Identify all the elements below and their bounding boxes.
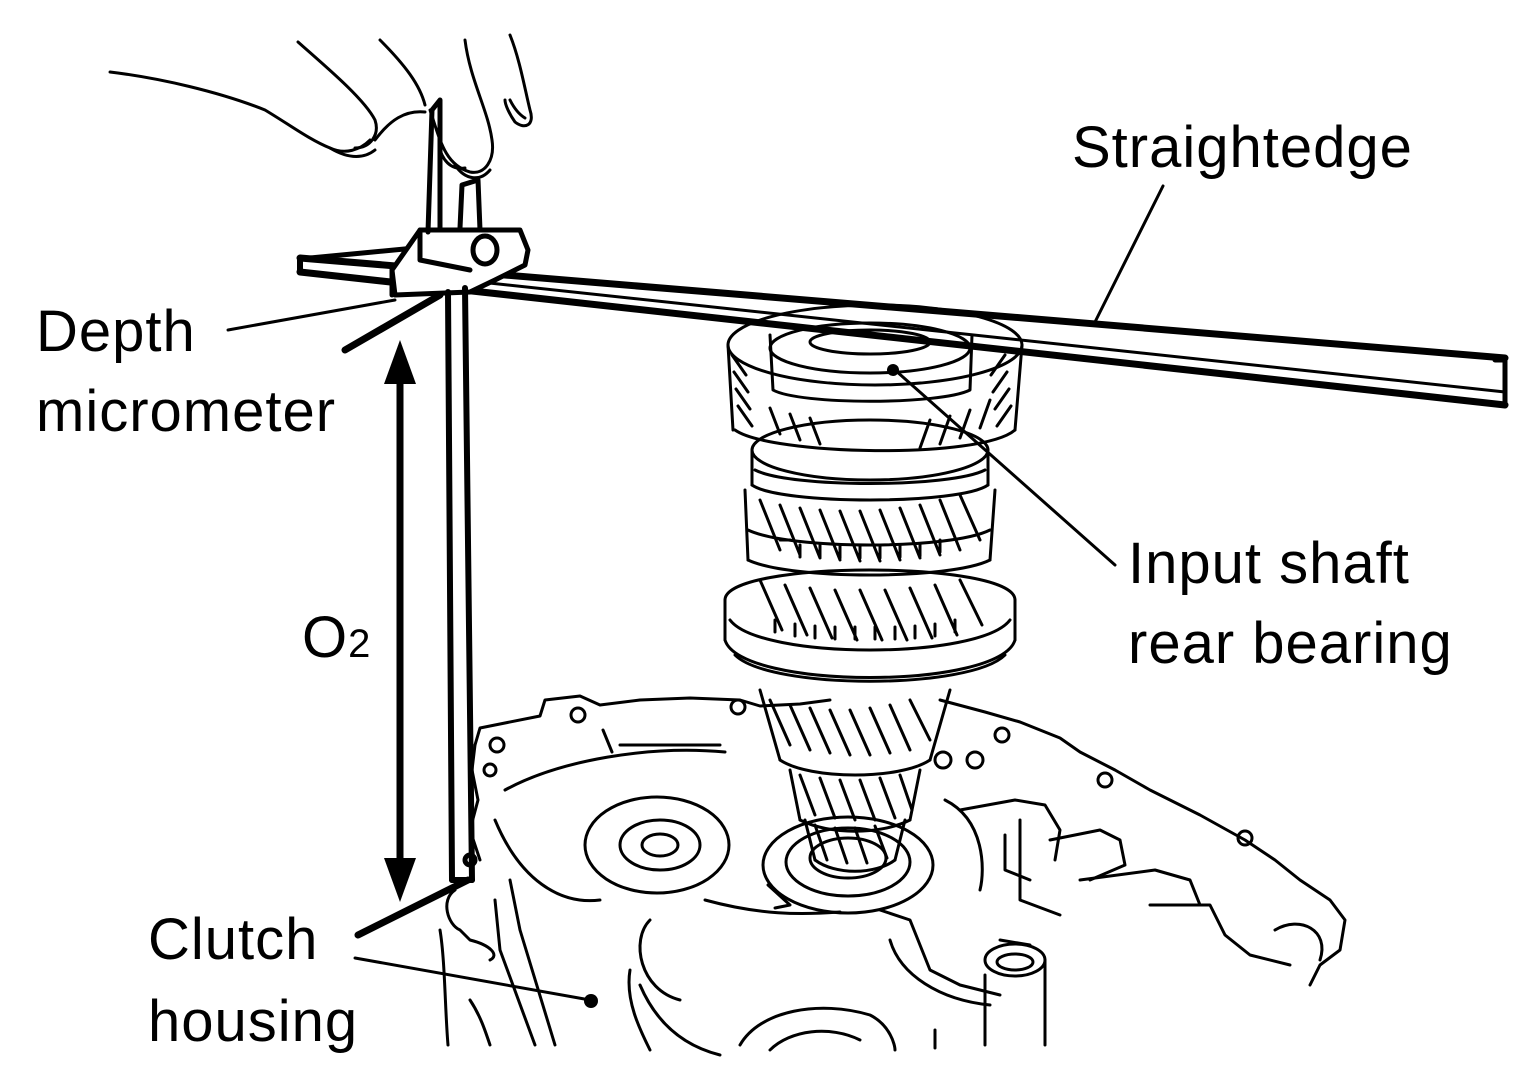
input-shaft-gear-stack: [723, 303, 1024, 873]
leader-input-shaft: [893, 368, 1117, 567]
label-depth-micrometer-line2: micrometer: [36, 379, 337, 444]
leader-clutch-housing: [353, 956, 592, 1002]
leader-dot-input-shaft: [887, 364, 899, 376]
measure-line-top: [341, 291, 444, 354]
label-dimension-o2-main: O: [302, 605, 349, 670]
label-clutch-housing-line1: Clutch: [148, 907, 319, 972]
leader-straightedge: [1093, 184, 1165, 324]
label-depth-micrometer-line1: Depth: [36, 299, 196, 364]
label-straightedge: Straightedge: [1072, 115, 1413, 180]
label-dimension-o2: O2: [302, 598, 371, 684]
measure-line-bottom: [354, 876, 472, 939]
dimension-arrow-o2: [384, 340, 416, 902]
label-dimension-o2-sub: 2: [348, 622, 372, 666]
clutch-housing: [438, 694, 1347, 1057]
leader-dot-clutch-housing: [584, 994, 598, 1008]
label-input-shaft-line1: Input shaft: [1128, 531, 1410, 596]
hand-illustration: [108, 33, 533, 180]
label-input-shaft-line2: rear bearing: [1128, 611, 1453, 676]
depth-micrometer-tool: [389, 97, 531, 883]
label-clutch-housing-line2: housing: [148, 989, 359, 1054]
leader-depth-micrometer: [226, 298, 397, 332]
leader-lines: [226, 184, 1165, 1008]
